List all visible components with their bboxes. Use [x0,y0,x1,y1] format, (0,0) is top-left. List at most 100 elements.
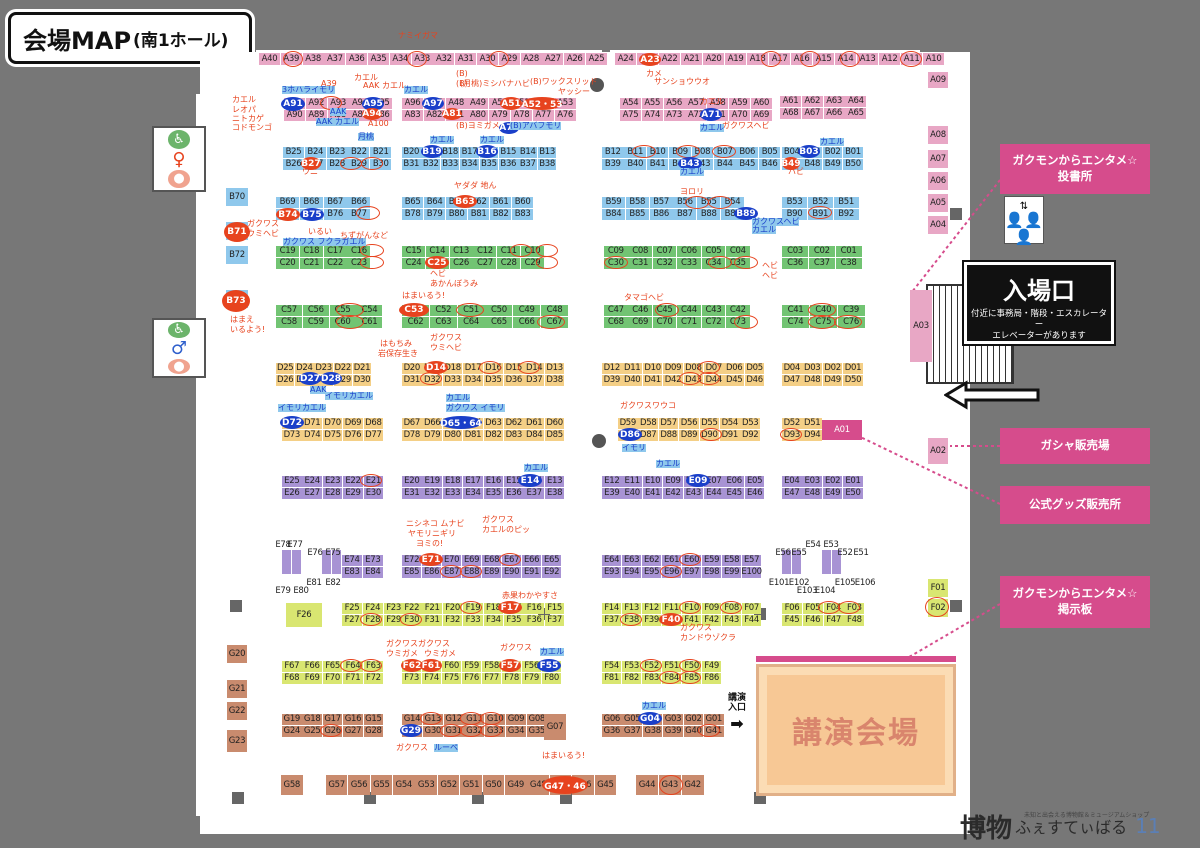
booth-D09[interactable]: D09 [663,363,683,374]
booth-C31[interactable]: C31 [628,257,652,269]
booth-E94[interactable]: E94 [622,566,642,578]
booth-B30[interactable]: B30 [370,158,392,170]
booth-D11[interactable]: D11 [622,363,642,374]
booth-E104[interactable]: E104 [814,585,836,596]
booth-E66[interactable]: E66 [522,555,542,566]
booth-D05[interactable]: D05 [744,363,765,374]
booth-D20[interactable]: D20 [402,363,422,374]
booth-B10[interactable]: B10 [646,147,669,158]
booth-A18[interactable]: A18 [747,53,769,65]
booth-C58[interactable]: C58 [276,316,302,328]
booth-C23[interactable]: C23 [347,257,371,269]
booth-A62[interactable]: A62 [801,96,823,107]
booth-F29[interactable]: F29 [383,614,404,626]
booth-D46[interactable]: D46 [744,374,765,386]
booth-F04[interactable]: F04 [823,603,844,614]
booth-E21[interactable]: E21 [363,476,384,487]
booth-B89[interactable]: B89 [721,208,744,220]
booth-C56[interactable]: C56 [302,305,329,316]
booth-B82[interactable]: B82 [490,208,512,220]
booth-C48[interactable]: C48 [541,305,568,316]
booth-C32[interactable]: C32 [652,257,677,269]
booth-E88[interactable]: E88 [462,566,482,578]
booth-C41[interactable]: C41 [782,305,809,316]
booth-G39[interactable]: G39 [663,725,683,737]
booth-D80[interactable]: D80 [442,429,463,441]
booth-E64[interactable]: E64 [602,555,622,566]
booth-B84[interactable]: B84 [602,208,625,220]
booth-E90[interactable]: E90 [502,566,522,578]
booth-F09[interactable]: F09 [702,603,722,614]
marked-booth-A51[interactable]: A51 [500,97,522,110]
booth-E12[interactable]: E12 [602,476,622,487]
booth-B31[interactable]: B31 [402,158,421,170]
booth-G15[interactable]: G15 [363,714,384,725]
booth-C36[interactable]: C36 [782,257,808,269]
booth-G51[interactable]: G51 [460,775,482,795]
booth-A11[interactable]: A11 [901,53,923,65]
booth-E95[interactable]: E95 [642,566,662,578]
booth-E06[interactable]: E06 [724,476,744,487]
booth-C08[interactable]: C08 [628,246,652,257]
booth-F68[interactable]: F68 [282,672,302,684]
booth-B24[interactable]: B24 [304,147,326,158]
booth-B62[interactable]: B62 [468,197,490,208]
marked-booth-A81[interactable]: A81 [442,108,462,120]
booth-D39[interactable]: D39 [602,374,622,386]
booth-A93[interactable]: A93 [327,98,349,109]
booth-E76[interactable]: E76 [307,547,323,558]
booth-C43[interactable]: C43 [701,305,726,316]
booth-E79[interactable]: E79 [275,585,291,596]
booth-F23[interactable]: F23 [383,603,404,614]
booth-B86[interactable]: B86 [649,208,673,220]
booth-B87[interactable]: B87 [673,208,697,220]
booth-C63[interactable]: C63 [429,316,457,328]
booth-C05[interactable]: C05 [701,246,726,257]
booth-C47[interactable]: C47 [604,305,628,316]
booth-F85[interactable]: F85 [682,672,702,684]
booth-A15[interactable]: A15 [813,53,835,65]
booth-E89[interactable]: E89 [482,566,502,578]
booth-F86[interactable]: F86 [702,672,722,684]
booth-G07[interactable]: G07 [544,714,566,740]
booth-D40[interactable]: D40 [622,374,642,386]
booth-E101[interactable]: E101 [768,577,790,588]
booth-D63[interactable]: D63 [483,418,504,429]
booth-A37[interactable]: A37 [324,53,346,65]
booth-F77[interactable]: F77 [482,672,502,684]
booth-E82[interactable]: E82 [325,577,341,588]
booth-C12[interactable]: C12 [473,246,497,257]
booth-A59[interactable]: A59 [729,98,750,109]
booth-F38[interactable]: F38 [622,614,642,626]
booth-B05[interactable]: B05 [758,147,781,158]
booth-B80[interactable]: B80 [446,208,468,220]
booth-D48[interactable]: D48 [802,374,822,386]
marked-booth-B16[interactable]: B16 [476,145,498,158]
booth-A66[interactable]: A66 [823,107,845,119]
booth-B46[interactable]: B46 [758,158,781,170]
marked-booth-F40[interactable]: F40 [659,613,683,626]
booth-D21[interactable]: D21 [352,363,372,374]
booth-E44[interactable]: E44 [704,487,724,499]
booth-E28[interactable]: E28 [322,487,343,499]
booth-F39[interactable]: F39 [642,614,662,626]
booth-C07[interactable]: C07 [652,246,677,257]
booth-B01[interactable]: B01 [843,147,863,158]
booth-D78[interactable]: D78 [402,429,422,441]
booth-F69[interactable]: F69 [302,672,322,684]
booth-D92[interactable]: D92 [740,429,760,441]
booth-F78[interactable]: F78 [502,672,522,684]
booth-G24[interactable]: G24 [282,725,302,737]
booth-E65[interactable]: E65 [542,555,562,566]
booth-C67[interactable]: C67 [541,316,568,328]
booth-B33[interactable]: B33 [440,158,460,170]
booth-A92[interactable]: A92 [305,98,327,109]
booth-E72[interactable]: E72 [402,555,422,566]
booth-G10[interactable]: G10 [485,714,506,725]
booth-D75[interactable]: D75 [322,429,343,441]
booth-D47[interactable]: D47 [782,374,802,386]
booth-F56[interactable]: F56 [522,661,542,672]
booth-D88[interactable]: D88 [658,429,679,441]
booth-F37[interactable]: F37 [602,614,622,626]
booth-B32[interactable]: B32 [421,158,440,170]
